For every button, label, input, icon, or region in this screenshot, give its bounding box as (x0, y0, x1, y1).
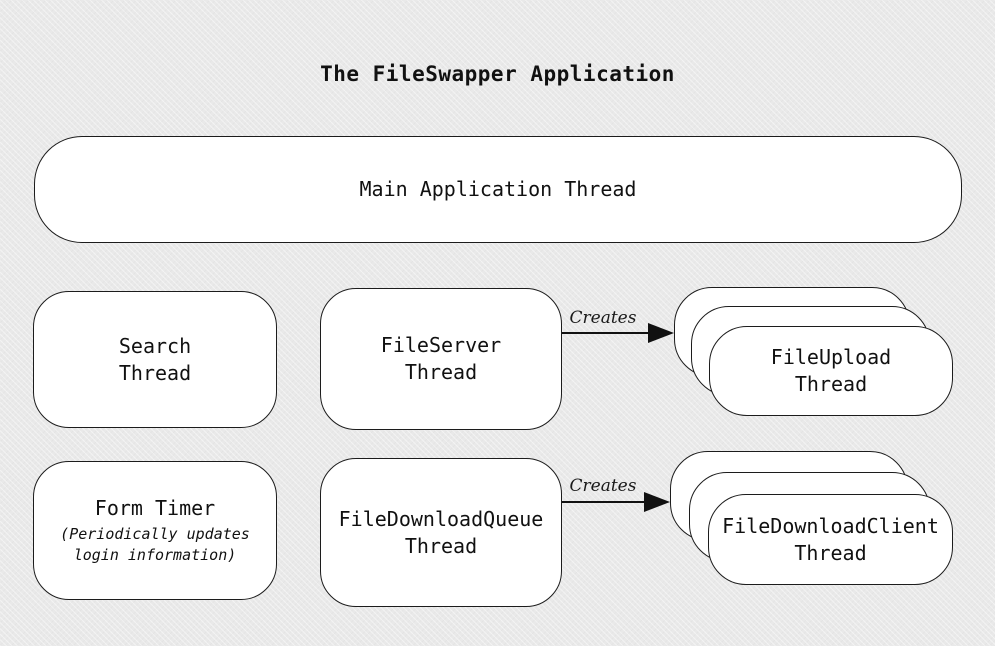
fileupload-thread-box: FileUpload Thread (709, 326, 953, 416)
creates-arrow-line-download (562, 501, 644, 503)
fileupload-thread-label-line2: Thread (794, 372, 868, 396)
diagram-title: The FileSwapper Application (320, 62, 675, 86)
search-thread-box: Search Thread (33, 291, 277, 428)
filedownloadqueue-thread-box: FileDownloadQueue Thread (320, 458, 562, 607)
fileserver-thread-label-line2: Thread (404, 360, 478, 384)
creates-arrowhead-icon-download (644, 492, 670, 512)
form-timer-label: Form Timer (94, 496, 216, 520)
filedownloadclient-thread-box: FileDownloadClient Thread (708, 494, 953, 585)
main-application-thread-box: Main Application Thread (34, 136, 962, 243)
filedownloadqueue-thread-label-line2: Thread (404, 533, 478, 558)
search-thread-label-line2: Thread (118, 360, 192, 385)
search-thread-label-line1: Search (118, 333, 192, 358)
filedownloadclient-thread-label-line2: Thread (794, 540, 867, 565)
creates-arrowhead-icon-upload (648, 323, 674, 343)
creates-arrow-line-upload (562, 332, 648, 334)
form-timer-note-line2: login information) (73, 546, 237, 564)
fileserver-thread-label-line1: FileServer (380, 333, 502, 357)
creates-arrow-label-download: Creates (569, 476, 637, 496)
fileupload-thread-label-line1: FileUpload (770, 345, 892, 369)
creates-arrow-label-upload: Creates (569, 308, 637, 328)
fileserver-thread-box: FileServer Thread (320, 288, 562, 430)
main-application-thread-label: Main Application Thread (359, 177, 637, 201)
form-timer-box: Form Timer (Periodically updates login i… (33, 461, 277, 600)
form-timer-note-line1: (Periodically updates (60, 525, 250, 543)
filedownloadqueue-thread-label-line1: FileDownloadQueue (338, 506, 544, 531)
filedownloadclient-thread-label-line1: FileDownloadClient (722, 513, 939, 538)
